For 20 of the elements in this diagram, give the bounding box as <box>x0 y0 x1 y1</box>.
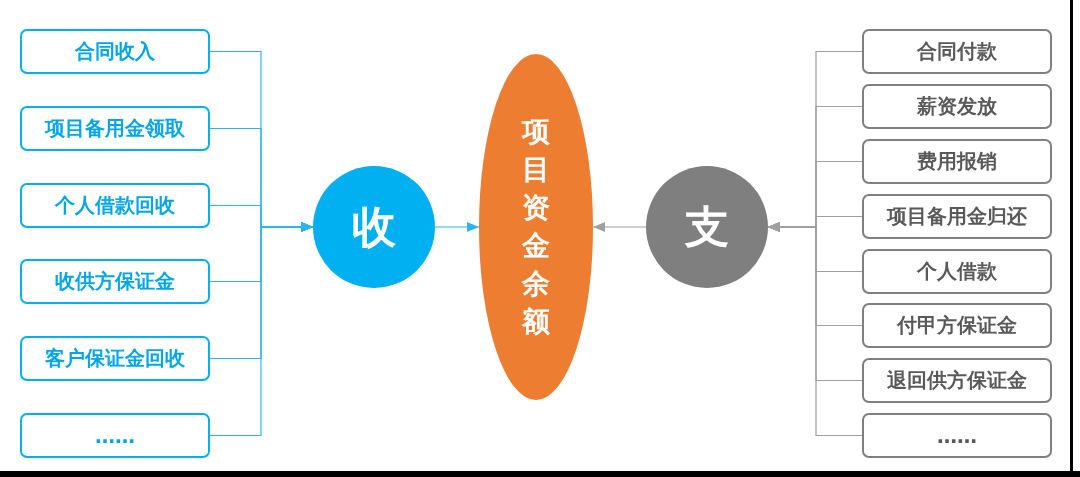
item-box: 项目备用金归还 <box>862 194 1052 239</box>
item-box: 合同收入 <box>20 29 210 74</box>
item-box: 项目备用金领取 <box>20 106 210 151</box>
item-box: 费用报销 <box>862 139 1052 184</box>
connector-arrow <box>592 222 647 232</box>
item-box: 合同付款 <box>862 29 1052 74</box>
item-box: 客户保证金回收 <box>20 336 210 381</box>
connector-arrow <box>209 222 314 437</box>
item-box: 收供方保证金 <box>20 259 210 304</box>
circle-label: 收 <box>352 199 396 254</box>
circle-label: 支 <box>685 199 729 254</box>
item-box: …… <box>862 413 1052 458</box>
item-box: 退回供方保证金 <box>862 358 1052 403</box>
item-box: 个人借款 <box>862 249 1052 294</box>
connector-arrow <box>434 222 480 232</box>
item-box: 薪资发放 <box>862 84 1052 129</box>
ellipse-label: 项目资金余额 <box>520 114 551 340</box>
item-box: …… <box>20 413 210 458</box>
item-box: 个人借款回收 <box>20 183 210 228</box>
item-box: 付甲方保证金 <box>862 303 1052 348</box>
